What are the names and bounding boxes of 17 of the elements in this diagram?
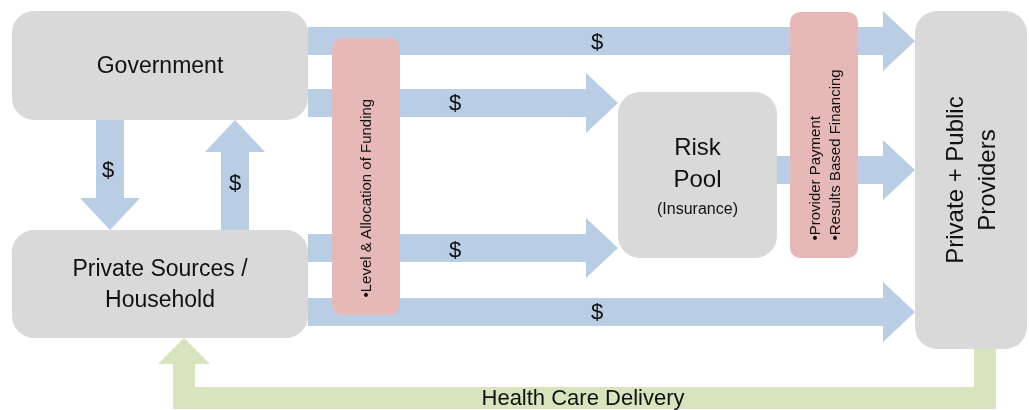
payment-panel [790,12,858,258]
risk-pool-box [618,92,777,258]
node-title: Private Sources / Household [71,253,249,314]
funding-panel [332,38,400,315]
providers-box [915,11,1027,349]
block-arrow [80,120,140,230]
node-title: Private + Public Providers [939,95,1001,266]
household-box [12,230,308,338]
block-arrow [205,120,265,230]
node-title: Risk Pool [672,131,723,195]
node-subtitle: (Insurance) [657,198,738,219]
bullet-item: •Results Based Financing [824,68,844,241]
bullet-item: •Provider Payment [804,115,824,241]
bullet-item: •Level & Allocation of Funding [356,97,376,297]
government-box [12,11,308,120]
node-title: Government [96,50,224,80]
block-arrow [308,282,915,342]
